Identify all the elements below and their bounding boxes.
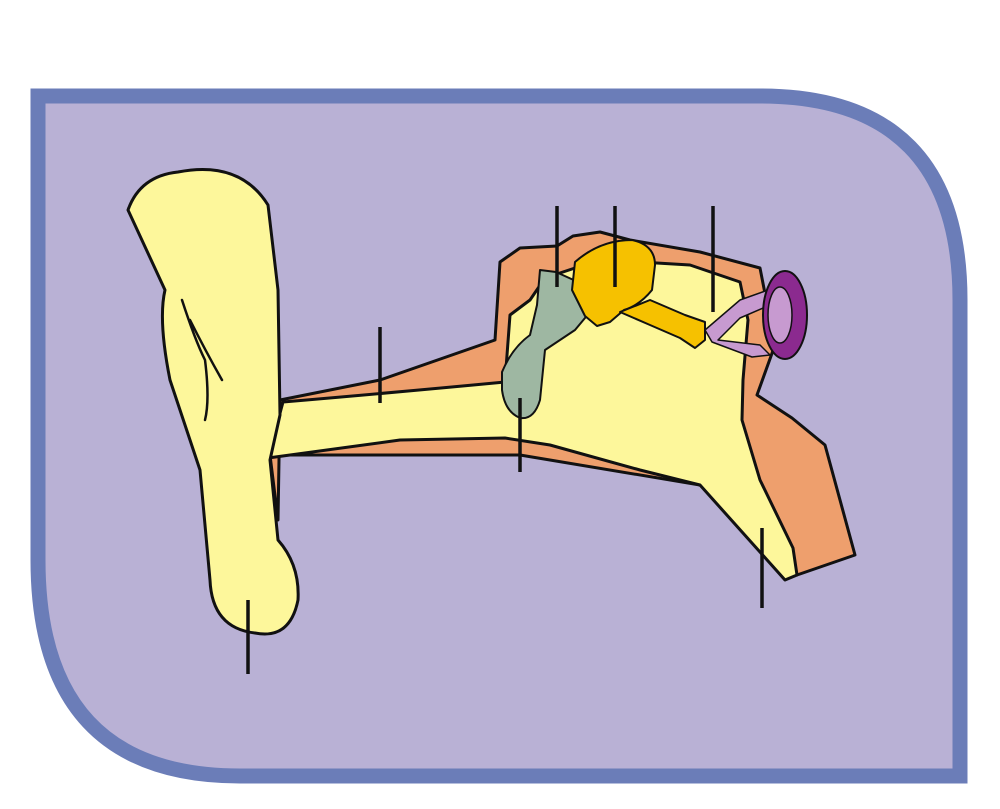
eardrum bbox=[501, 269, 591, 420]
outer-ear bbox=[126, 168, 300, 636]
oval-window-link bbox=[704, 289, 771, 358]
cochlea-inner bbox=[767, 286, 793, 344]
pointer-lines bbox=[246, 206, 764, 674]
outer-ear-fold bbox=[180, 298, 224, 422]
ossicle-stirrup bbox=[619, 299, 706, 349]
